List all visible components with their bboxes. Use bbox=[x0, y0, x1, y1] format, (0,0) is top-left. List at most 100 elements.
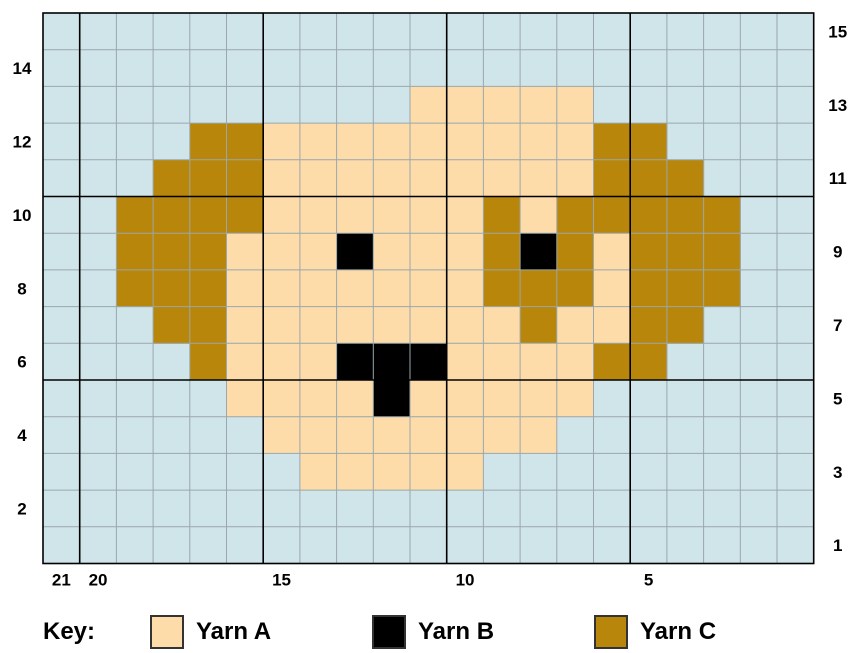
row-label-right: 3 bbox=[833, 463, 842, 482]
cell-yarn-c bbox=[190, 160, 227, 197]
cell-yarn-b bbox=[373, 343, 410, 380]
cell-yarn-a bbox=[520, 343, 557, 380]
column-label: 5 bbox=[644, 571, 653, 590]
cell-yarn-a bbox=[594, 270, 631, 307]
cell-yarn-a bbox=[227, 307, 264, 344]
cell-yarn-a bbox=[557, 343, 594, 380]
cell-yarn-c bbox=[704, 197, 741, 234]
cell-yarn-a bbox=[227, 343, 264, 380]
cell-yarn-c bbox=[594, 343, 631, 380]
cell-yarn-c bbox=[704, 270, 741, 307]
cell-yarn-c bbox=[116, 270, 153, 307]
key-item-yarn-c: Yarn C bbox=[594, 612, 716, 652]
cell-yarn-a bbox=[410, 86, 447, 123]
cell-yarn-a bbox=[447, 160, 484, 197]
yarn-a-swatch bbox=[150, 615, 184, 649]
row-label-right: 11 bbox=[829, 169, 847, 188]
yarn-b-label: Yarn B bbox=[418, 618, 494, 646]
cell-yarn-a bbox=[557, 380, 594, 417]
cell-yarn-c bbox=[667, 270, 704, 307]
cell-yarn-a bbox=[300, 270, 337, 307]
cell-yarn-a bbox=[483, 380, 520, 417]
row-label-left: 2 bbox=[17, 499, 26, 518]
cell-yarn-a bbox=[337, 380, 374, 417]
cell-yarn-c bbox=[630, 197, 667, 234]
cell-yarn-c bbox=[153, 197, 190, 234]
cell-yarn-a bbox=[557, 86, 594, 123]
yarn-a-label: Yarn A bbox=[196, 618, 271, 646]
cell-yarn-a bbox=[410, 307, 447, 344]
cell-yarn-a bbox=[483, 417, 520, 454]
cell-yarn-c bbox=[190, 197, 227, 234]
cell-yarn-a bbox=[227, 270, 264, 307]
cell-yarn-c bbox=[483, 233, 520, 270]
cell-yarn-a bbox=[337, 123, 374, 160]
cell-yarn-a bbox=[410, 197, 447, 234]
cell-yarn-b bbox=[337, 343, 374, 380]
key-item-yarn-a: Yarn A bbox=[150, 612, 271, 652]
cell-yarn-a bbox=[300, 343, 337, 380]
cell-yarn-a bbox=[447, 197, 484, 234]
column-label: 15 bbox=[272, 571, 291, 590]
cell-yarn-c bbox=[153, 160, 190, 197]
row-label-right: 5 bbox=[833, 389, 842, 408]
cell-yarn-c bbox=[594, 197, 631, 234]
cell-yarn-c bbox=[557, 233, 594, 270]
cell-yarn-a bbox=[263, 160, 300, 197]
cell-yarn-a bbox=[483, 123, 520, 160]
cell-yarn-c bbox=[557, 197, 594, 234]
cell-yarn-c bbox=[190, 343, 227, 380]
row-label-left: 12 bbox=[13, 132, 32, 151]
cell-yarn-a bbox=[557, 160, 594, 197]
cell-yarn-c bbox=[667, 160, 704, 197]
cell-yarn-a bbox=[263, 270, 300, 307]
cell-yarn-c bbox=[630, 270, 667, 307]
row-label-left: 10 bbox=[13, 206, 32, 225]
column-label: 21 bbox=[52, 571, 71, 590]
cell-yarn-a bbox=[483, 343, 520, 380]
row-label-right: 13 bbox=[828, 96, 847, 115]
cell-yarn-a bbox=[447, 343, 484, 380]
cell-yarn-a bbox=[410, 270, 447, 307]
cell-yarn-a bbox=[337, 307, 374, 344]
cell-yarn-a bbox=[557, 123, 594, 160]
cell-yarn-c bbox=[153, 233, 190, 270]
cell-yarn-c bbox=[704, 233, 741, 270]
cell-yarn-c bbox=[116, 233, 153, 270]
cell-yarn-a bbox=[263, 197, 300, 234]
cell-yarn-a bbox=[337, 453, 374, 490]
cell-yarn-c bbox=[630, 123, 667, 160]
cell-yarn-a bbox=[300, 160, 337, 197]
row-label-left: 4 bbox=[17, 426, 27, 445]
row-label-left: 8 bbox=[17, 279, 26, 298]
cell-yarn-a bbox=[483, 307, 520, 344]
cell-yarn-a bbox=[410, 233, 447, 270]
cell-yarn-a bbox=[520, 417, 557, 454]
cell-yarn-c bbox=[116, 197, 153, 234]
cell-yarn-c bbox=[520, 307, 557, 344]
cell-yarn-b bbox=[410, 343, 447, 380]
cell-yarn-a bbox=[410, 160, 447, 197]
cell-yarn-a bbox=[520, 123, 557, 160]
cell-yarn-c bbox=[483, 197, 520, 234]
cell-yarn-a bbox=[300, 197, 337, 234]
cell-yarn-a bbox=[263, 343, 300, 380]
cell-yarn-c bbox=[190, 270, 227, 307]
cell-yarn-b bbox=[373, 380, 410, 417]
cell-yarn-a bbox=[447, 270, 484, 307]
cell-yarn-c bbox=[153, 270, 190, 307]
column-label: 20 bbox=[89, 571, 108, 590]
yarn-b-swatch bbox=[372, 615, 406, 649]
cell-yarn-a bbox=[447, 123, 484, 160]
row-label-right: 7 bbox=[833, 316, 842, 335]
cell-yarn-a bbox=[410, 380, 447, 417]
cell-yarn-a bbox=[337, 417, 374, 454]
cell-yarn-a bbox=[300, 233, 337, 270]
cell-yarn-c bbox=[667, 233, 704, 270]
cell-yarn-c bbox=[483, 270, 520, 307]
cell-yarn-c bbox=[667, 307, 704, 344]
cell-yarn-a bbox=[520, 380, 557, 417]
cell-yarn-b bbox=[337, 233, 374, 270]
cell-yarn-c bbox=[630, 343, 667, 380]
cell-yarn-c bbox=[557, 270, 594, 307]
